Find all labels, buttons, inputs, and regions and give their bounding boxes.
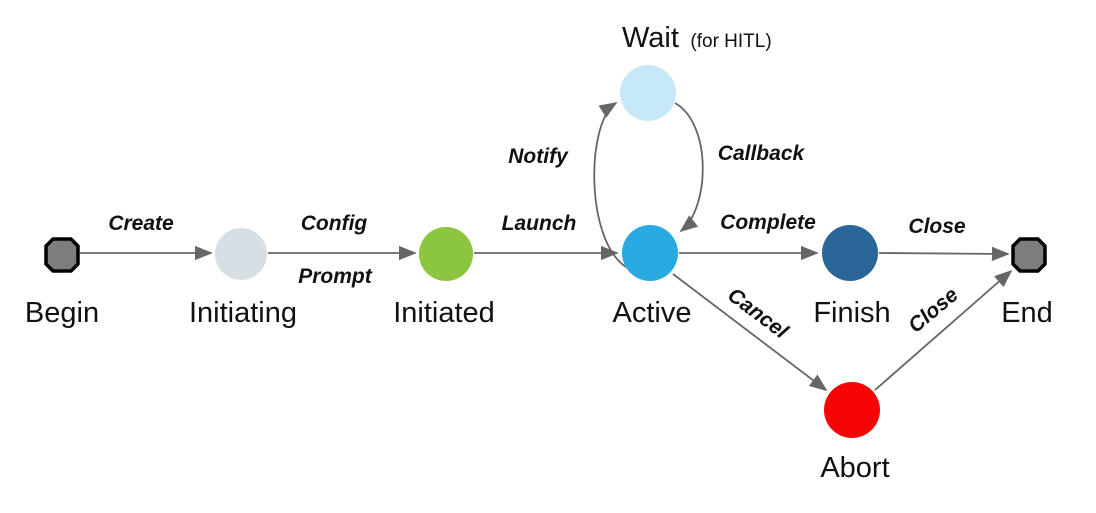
edge-close-abort-end: Close: [874, 269, 1013, 391]
edge-complete-label: Complete: [720, 211, 816, 234]
node-initiated: Initiated: [393, 227, 495, 329]
edge-launch: Launch: [474, 212, 619, 261]
edge-launch-label: Launch: [502, 212, 577, 235]
node-wait: Wait (for HITL): [620, 22, 772, 121]
abort-state-circle: [824, 382, 880, 438]
abort-label: Abort: [820, 452, 889, 484]
begin-label: Begin: [25, 297, 99, 329]
begin-terminal-shape: [44, 237, 80, 273]
edge-prompt-label: Prompt: [298, 265, 373, 288]
finish-label: Finish: [813, 297, 890, 329]
initiated-label: Initiated: [393, 297, 495, 329]
finish-state-circle: [822, 225, 878, 281]
edge-cancel: Cancel: [672, 273, 828, 392]
edge-config-label: Config: [301, 212, 368, 235]
active-state-circle: [622, 225, 678, 281]
edge-callback: Callback: [674, 102, 806, 233]
initiating-label: Initiating: [189, 297, 297, 329]
node-begin: Begin: [25, 237, 99, 329]
edge-notify: Notify: [508, 102, 627, 268]
wait-sublabel: (for HITL): [690, 31, 771, 52]
node-active: Active: [613, 225, 692, 329]
node-end: End: [1001, 237, 1053, 329]
edge-notify-line: [593, 102, 627, 268]
initiated-state-circle: [419, 227, 473, 281]
wait-title: Wait (for HITL): [622, 22, 772, 54]
edge-close-finish-end-label: Close: [908, 215, 966, 238]
edge-complete: Complete: [679, 211, 819, 261]
edge-cancel-line: [672, 273, 828, 392]
active-label: Active: [613, 297, 692, 329]
end-label: End: [1001, 297, 1053, 329]
node-initiating: Initiating: [189, 228, 297, 329]
edge-close-finish-end-line: [878, 246, 1010, 262]
edge-close-finish-end: Close: [878, 215, 1010, 262]
wait-label: Wait: [622, 22, 679, 54]
end-terminal-shape: [1011, 237, 1047, 273]
edge-notify-label: Notify: [508, 145, 569, 168]
edge-create-label: Create: [108, 212, 174, 235]
node-finish: Finish: [813, 225, 891, 329]
node-abort: Abort: [820, 382, 890, 484]
edge-close-abort-end-line: [874, 269, 1013, 391]
edge-cancel-label: Cancel: [723, 283, 793, 344]
edge-create: Create: [80, 212, 213, 261]
edge-callback-label: Callback: [718, 142, 806, 165]
edge-close-abort-end-label: Close: [904, 283, 963, 338]
edge-callback-line: [674, 102, 704, 233]
wait-state-circle: [620, 65, 676, 121]
edge-config-prompt: Config Prompt: [268, 212, 417, 288]
initiating-state-circle: [215, 228, 267, 280]
